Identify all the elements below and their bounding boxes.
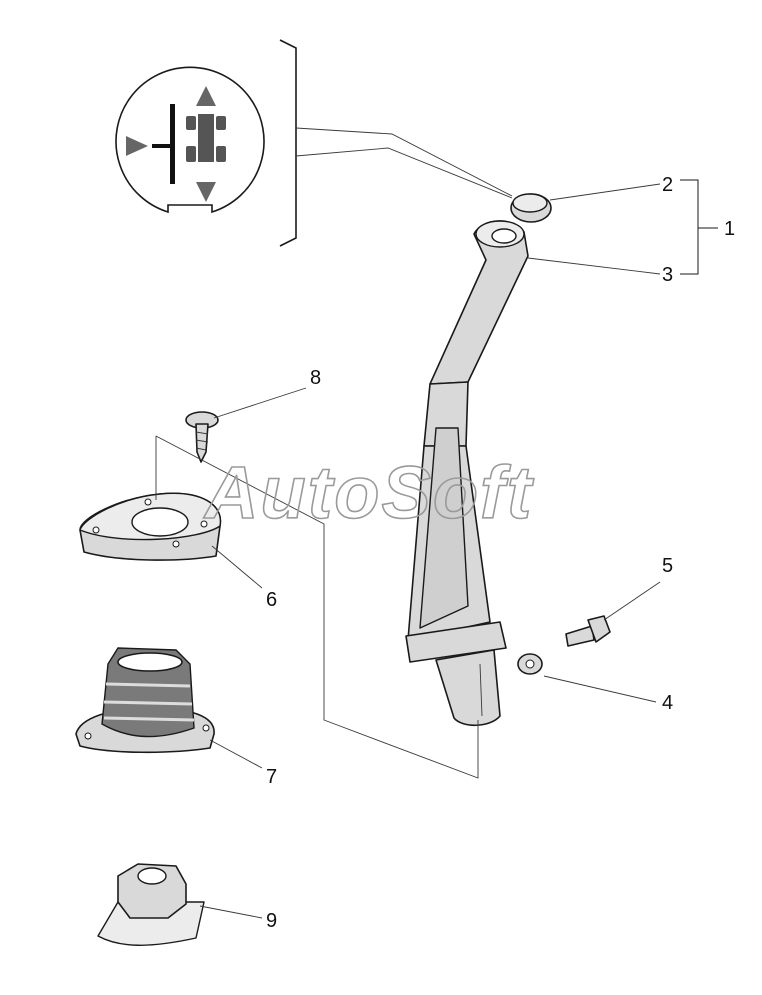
part-2-knob bbox=[510, 193, 552, 223]
left-arrow-icon bbox=[126, 136, 148, 156]
symbol-circle bbox=[115, 66, 265, 214]
part-7-rubber-boot bbox=[75, 647, 215, 754]
part-9-nut bbox=[97, 863, 205, 946]
callout-5: 5 bbox=[662, 555, 673, 577]
down-arrow-icon bbox=[196, 182, 216, 202]
part-4-washer bbox=[517, 653, 543, 675]
part-5-bolt bbox=[565, 615, 611, 647]
part-3-lever bbox=[423, 220, 529, 447]
part-8-screw bbox=[185, 411, 219, 463]
up-arrow-icon bbox=[196, 86, 216, 106]
symbol-detail-view bbox=[115, 39, 513, 247]
callout-6: 6 bbox=[266, 589, 277, 611]
callout-8: 8 bbox=[310, 367, 321, 389]
callout-9: 9 bbox=[266, 910, 277, 932]
callout-2: 2 bbox=[662, 174, 673, 196]
detail-bracket bbox=[279, 39, 297, 247]
part-6-plate bbox=[79, 492, 222, 561]
group-bracket bbox=[680, 179, 718, 275]
callout-7: 7 bbox=[266, 766, 277, 788]
callout-3: 3 bbox=[662, 264, 673, 286]
callout-4: 4 bbox=[662, 692, 673, 714]
callout-1: 1 bbox=[724, 218, 735, 240]
watermark: AutoSoft bbox=[203, 451, 535, 534]
lever-housing bbox=[405, 427, 507, 727]
four-wheel-drive-selector-icon bbox=[126, 86, 226, 202]
